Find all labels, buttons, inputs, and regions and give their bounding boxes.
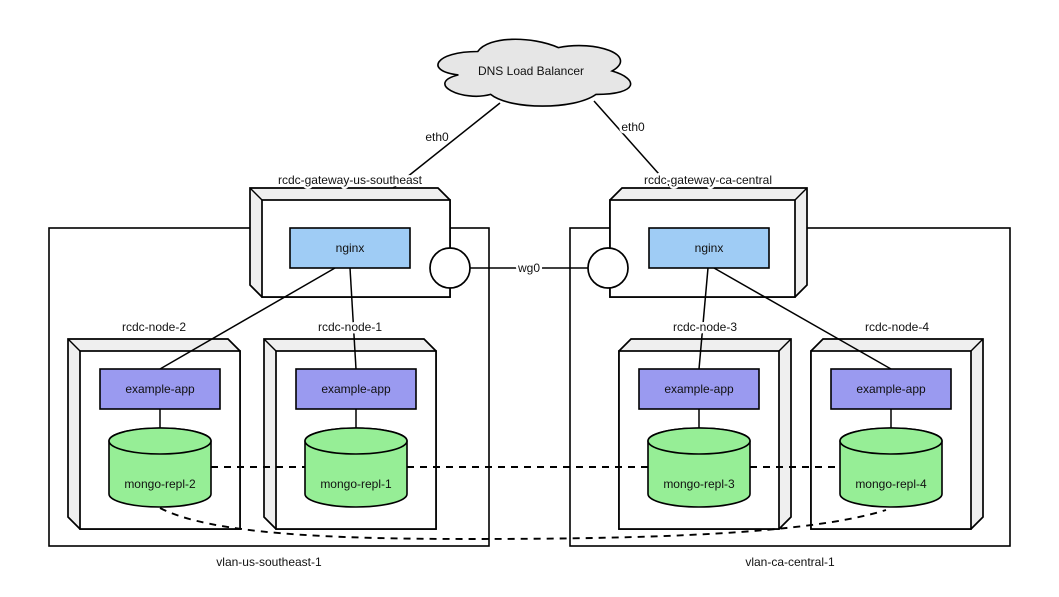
cube-corner-line (778, 338, 792, 352)
nginx-to-node1-line (349, 267, 357, 370)
db-cylinder-node4 (839, 427, 943, 508)
cloud-label: DNS Load Balancer (478, 64, 584, 78)
nginx-label-us-southeast: nginx (336, 241, 365, 255)
db-label-node1: mongo-repl-1 (320, 477, 392, 491)
wg-endpoint-circle-right (587, 247, 629, 289)
app-box-node1 (295, 368, 417, 410)
node-4-label: rcdc-node-4 (865, 320, 929, 334)
nginx-box-us-southeast (289, 227, 411, 269)
vlan-us-southeast-label: vlan-us-southeast-1 (216, 555, 322, 569)
app-box-node2 (99, 368, 221, 410)
db-label-node4: mongo-repl-4 (855, 477, 927, 491)
db-cylinder-top (839, 427, 943, 455)
eth0-label-right: eth0 (621, 120, 645, 134)
nginx-to-node2-line (159, 267, 336, 370)
db-cylinder-top (304, 427, 408, 455)
db-cylinder-top (108, 427, 212, 455)
db-label-node3: mongo-repl-3 (663, 477, 735, 491)
app-label-node2: example-app (125, 382, 195, 396)
db-cylinder-node2 (108, 427, 212, 508)
node-3-label: rcdc-node-3 (673, 320, 737, 334)
nginx-box-ca-central (648, 227, 770, 269)
gateway-ca-central-label: rcdc-gateway-ca-central (644, 173, 772, 187)
cube-corner-line (263, 338, 277, 352)
vlan-ca-central-label: vlan-ca-central-1 (745, 555, 835, 569)
db-cylinder-node1 (304, 427, 408, 508)
app-box-node4 (830, 368, 952, 410)
db-cylinder-top (647, 427, 751, 455)
replication-curve-repl2-repl4 (159, 507, 887, 540)
gateway-us-southeast-label: rcdc-gateway-us-southeast (278, 173, 423, 187)
db-cylinder-node3 (647, 427, 751, 508)
app-label-node4: example-app (856, 382, 926, 396)
db-label-node2: mongo-repl-2 (124, 477, 196, 491)
app-box-node3 (638, 368, 760, 410)
cube-corner-line (249, 187, 263, 201)
dns-cloud (437, 38, 632, 107)
eth0-label-left: eth0 (425, 130, 449, 144)
nginx-to-node3-line (698, 267, 709, 370)
app-label-node1: example-app (321, 382, 391, 396)
cube-corner-line (970, 338, 984, 352)
node-2-label: rcdc-node-2 (122, 320, 186, 334)
wg-endpoint-circle-left (429, 247, 471, 289)
cube-corner-line (67, 338, 81, 352)
app-label-node3: example-app (664, 382, 734, 396)
nginx-to-node4-line (713, 267, 892, 370)
nginx-label-ca-central: nginx (695, 241, 724, 255)
node-1-label: rcdc-node-1 (318, 320, 382, 334)
cube-corner-line (794, 187, 808, 201)
wg0-label: wg0 (517, 261, 540, 275)
